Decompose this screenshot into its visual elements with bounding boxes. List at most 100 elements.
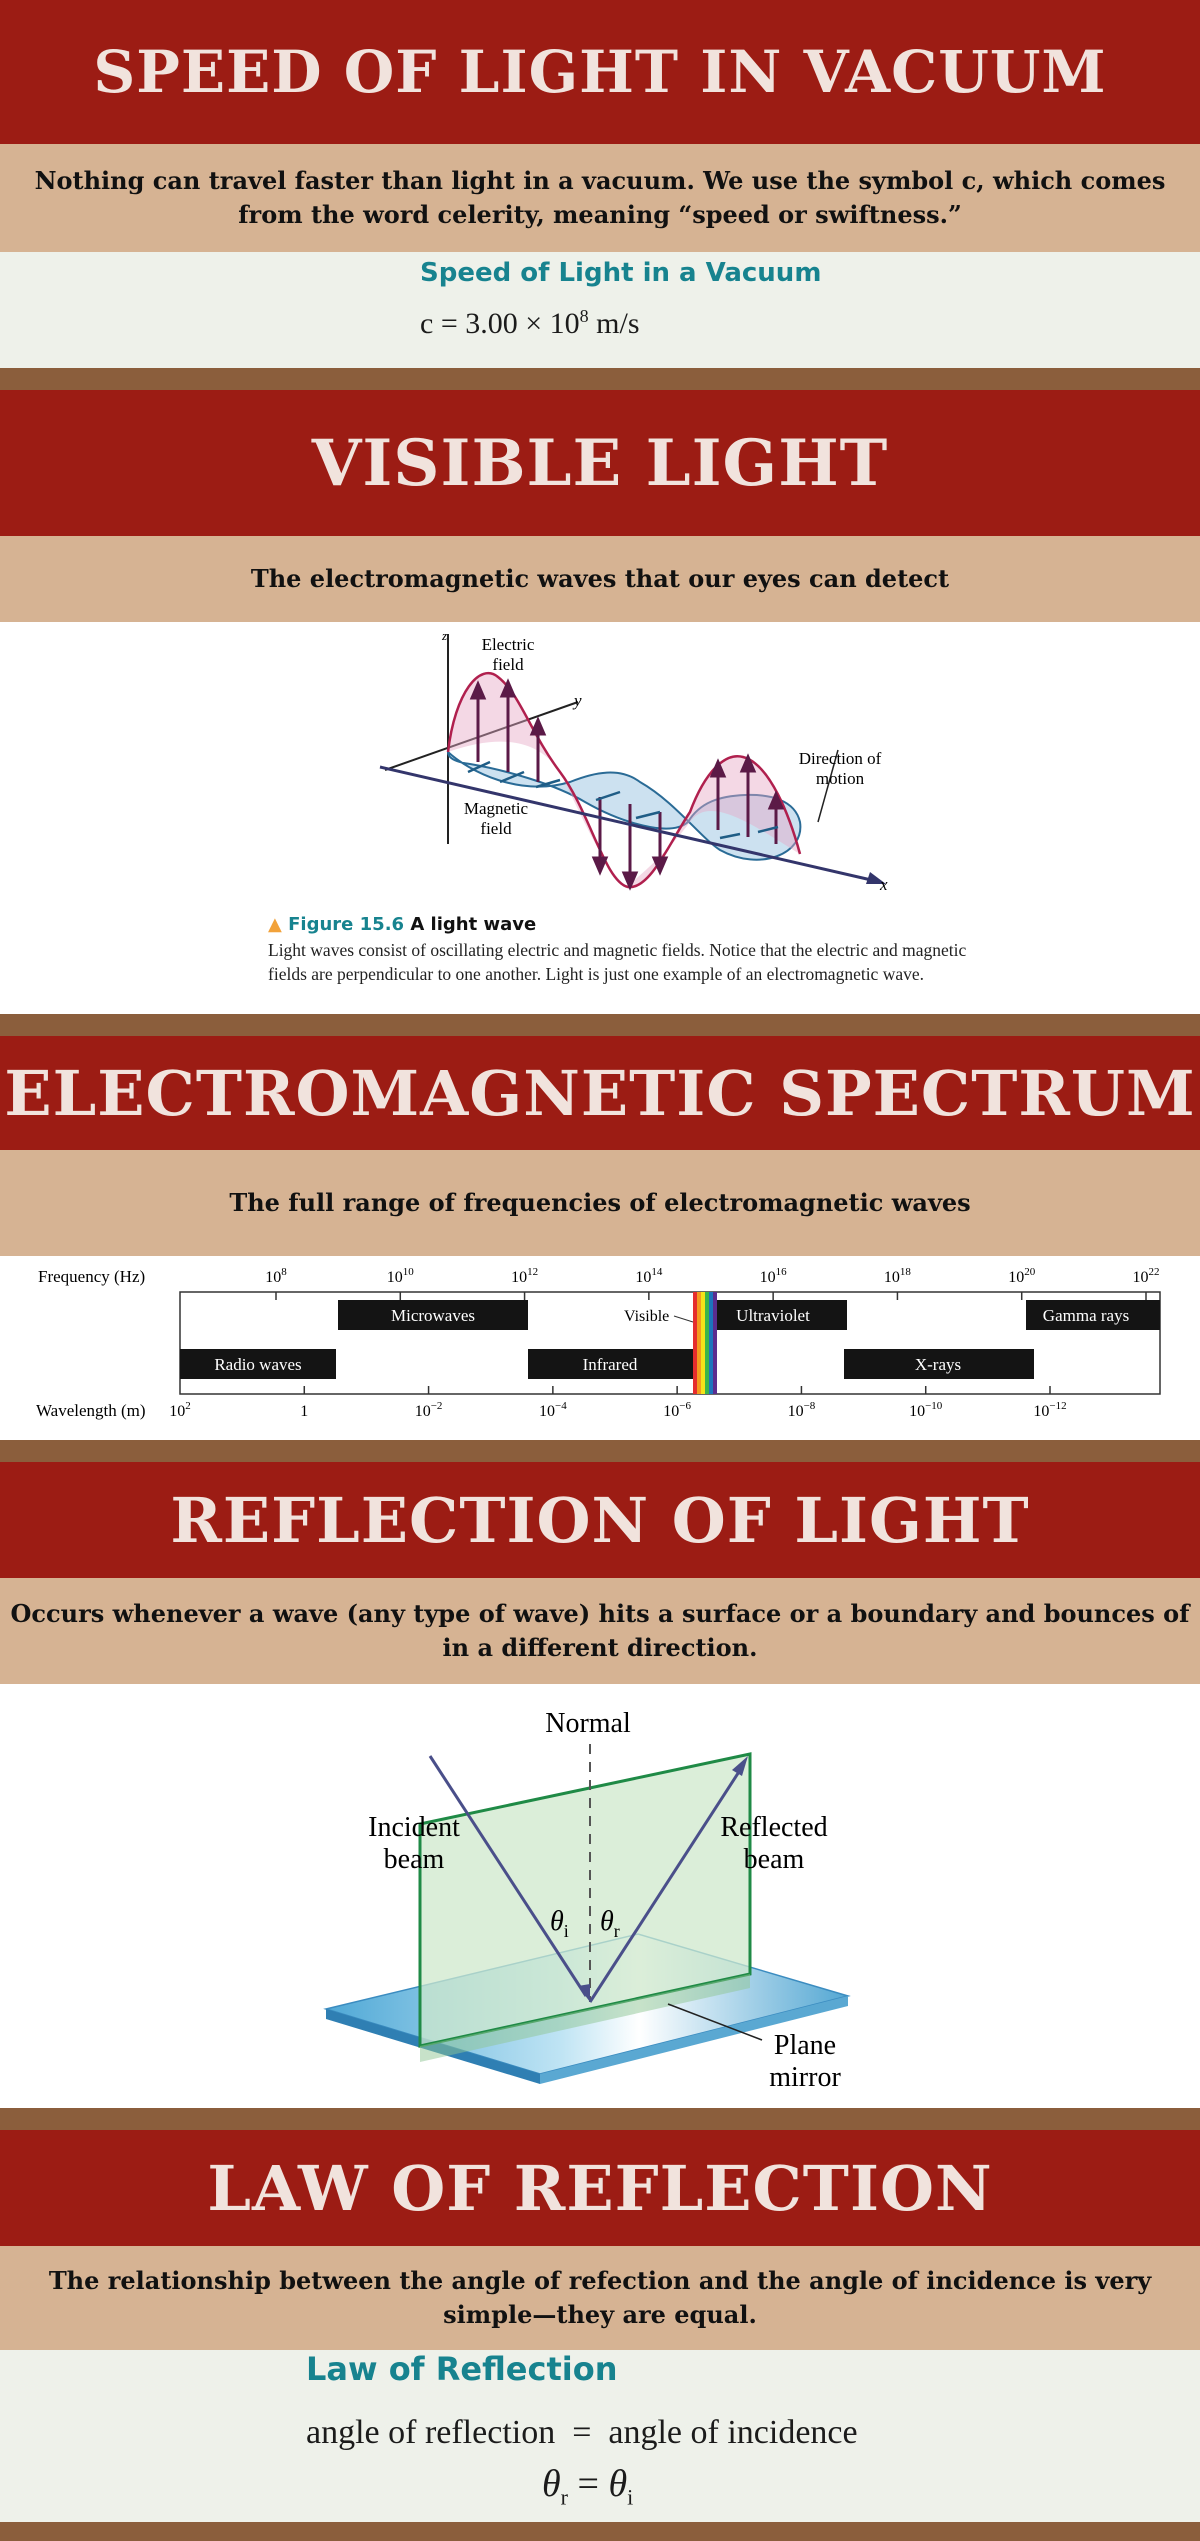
figure-caption-text: Light waves consist of oscillating elect… <box>268 940 967 984</box>
law-header: LAW OF REFLECTION <box>0 2130 1200 2246</box>
frequency-axis-label: Frequency (Hz) <box>38 1267 145 1286</box>
electric-field-curve <box>446 671 802 889</box>
spectrum-description: The full range of frequencies of electro… <box>229 1188 971 1217</box>
electric-field-label-line1: Electric <box>482 635 535 654</box>
law-sub-r: r <box>560 2484 568 2510</box>
band-infrared-label: Infrared <box>583 1355 638 1374</box>
wavelength-axis-label: Wavelength (m) <box>36 1401 146 1420</box>
magnetic-field-label-line1: Magnetic <box>464 799 529 818</box>
law-equals: = <box>568 2463 609 2505</box>
law-equation-words: angle of reflection = angle of incidence <box>306 2414 858 2451</box>
spectrum-header: ELECTROMAGNETIC SPECTRUM <box>0 1036 1200 1150</box>
frequency-tick-label: 1014 <box>635 1266 663 1286</box>
x-axis-arrowhead <box>866 872 886 884</box>
band-gamma-label: Gamma rays <box>1043 1306 1129 1325</box>
law-equation-symbols: θr = θi <box>542 2462 633 2511</box>
frequency-tick-label: 108 <box>265 1266 287 1286</box>
electric-field-label-line2: field <box>492 655 524 674</box>
reflection-description-band: Occurs whenever a wave (any type of wave… <box>0 1578 1200 1684</box>
incident-beam <box>428 1755 588 1997</box>
electric-field-arrows <box>469 678 785 891</box>
reflection-title: REFLECTION OF LIGHT <box>170 1483 1030 1557</box>
wavelength-tick-label: 10−6 <box>663 1400 691 1420</box>
visible-rainbow-strip <box>693 1292 717 1394</box>
frequency-tick-label: 1012 <box>511 1266 538 1286</box>
theta-i-label: θi <box>550 1906 569 1941</box>
mirror-label-line2: mirror <box>769 2062 841 2093</box>
visible-description: The electromagnetic waves that our eyes … <box>250 564 950 593</box>
speed-equation-lhs: c = 3.00 × 10 <box>420 307 580 340</box>
band-gamma-rays <box>1026 1300 1160 1330</box>
caption-triangle-icon: ▲ <box>268 914 282 935</box>
reflection-diagram: Normal Incident beam Reflected beam θi θ… <box>323 1708 851 2093</box>
x-axis-line <box>379 765 881 884</box>
incident-label-line2: beam <box>384 1844 445 1875</box>
incident-label-line1: Incident <box>368 1812 460 1843</box>
x-axis-label: x <box>879 875 888 894</box>
band-ultraviolet-label: Ultraviolet <box>736 1306 810 1325</box>
visible-leader-line <box>673 1315 694 1323</box>
speed-equation-exponent: 8 <box>579 306 589 326</box>
figure-caption-title: ▲ Figure 15.6 A light wave <box>268 914 536 935</box>
caption-figure-title: A light wave <box>410 914 537 935</box>
band-microwaves <box>338 1300 528 1330</box>
reflected-beam <box>588 1763 746 2003</box>
magnetic-field-arrows <box>467 760 779 840</box>
wavelength-tick-label: 1 <box>300 1403 308 1420</box>
speed-title: SPEED OF LIGHT IN VACUUM <box>93 38 1107 106</box>
reflected-arrowhead <box>732 1756 748 1776</box>
mirror-label-line1: Plane <box>774 2030 836 2061</box>
spectrum-diagram: Frequency (Hz) Wavelength (m) 108 1010 101… <box>36 1266 1161 1420</box>
law-sub-i: i <box>627 2484 634 2510</box>
law-description: The relationship between the angle of re… <box>48 2266 1152 2329</box>
reflected-label-line1: Reflected <box>720 1812 827 1843</box>
spectrum-frame <box>179 1291 1161 1395</box>
visible-title: VISIBLE LIGHT <box>311 425 889 501</box>
frequency-tick-label: 1010 <box>387 1266 415 1286</box>
band-radio-label: Radio waves <box>214 1355 301 1374</box>
visible-description-band: The electromagnetic waves that our eyes … <box>0 536 1200 622</box>
visible-header: VISIBLE LIGHT <box>0 390 1200 536</box>
band-xrays-label: X-rays <box>915 1355 961 1374</box>
direction-label-line2: motion <box>816 769 865 788</box>
plane-shadow <box>420 1974 750 2062</box>
reflection-description: Occurs whenever a wave (any type of wave… <box>10 1599 1190 1662</box>
y-axis-label: y <box>572 691 582 710</box>
law-title: LAW OF REFLECTION <box>207 2151 993 2225</box>
mirror-leader-line <box>667 2003 763 2041</box>
band-radio-waves <box>180 1349 336 1379</box>
band-microwaves-label: Microwaves <box>391 1306 475 1325</box>
speed-header: SPEED OF LIGHT IN VACUUM <box>0 0 1200 144</box>
wavelength-tick-label: 10−2 <box>415 1400 443 1420</box>
speed-equation-title: Speed of Light in a Vacuum <box>420 258 822 288</box>
normal-label: Normal <box>545 1708 631 1739</box>
plane-mirror-edge-side <box>540 1996 848 2084</box>
law-theta-r: θ <box>542 2463 561 2505</box>
speed-equation: c = 3.00 × 108 m/s <box>420 306 640 341</box>
reflected-label-line2: beam <box>744 1844 805 1875</box>
direction-leader-line <box>817 749 839 823</box>
direction-label-line1: Direction of <box>799 749 882 768</box>
speed-equation-box: Speed of Light in a Vacuum c = 3.00 × 10… <box>0 252 1200 368</box>
light-wave-diagram: z y x Electric field Magnetic field Dire… <box>379 628 888 894</box>
wavelength-tick-label: 102 <box>169 1400 191 1420</box>
caption-figure-number: Figure 15.6 <box>288 914 405 935</box>
law-description-band: The relationship between the angle of re… <box>0 2246 1200 2350</box>
wavelength-tick-label: 10−8 <box>788 1400 816 1420</box>
law-theta-i: θ <box>608 2463 628 2505</box>
band-visible-label: Visible <box>624 1308 669 1325</box>
theta-r-label: θr <box>600 1906 620 1941</box>
wavelength-tick-label: 10−10 <box>909 1400 943 1420</box>
speed-description: Nothing can travel faster than light in … <box>34 166 1166 229</box>
z-axis-label: z <box>441 628 447 643</box>
law-equation-box: Law of Reflection angle of reflection = … <box>0 2350 1200 2522</box>
band-ultraviolet <box>712 1300 847 1330</box>
law-equation-title: Law of Reflection <box>306 2350 618 2388</box>
spectrum-title: ELECTROMAGNETIC SPECTRUM <box>4 1056 1196 1130</box>
wavelength-tick-label: 10−4 <box>539 1400 567 1420</box>
frequency-tick-label: 1022 <box>1133 1266 1160 1286</box>
y-axis-line <box>384 701 579 771</box>
speed-description-band: Nothing can travel faster than light in … <box>0 144 1200 252</box>
